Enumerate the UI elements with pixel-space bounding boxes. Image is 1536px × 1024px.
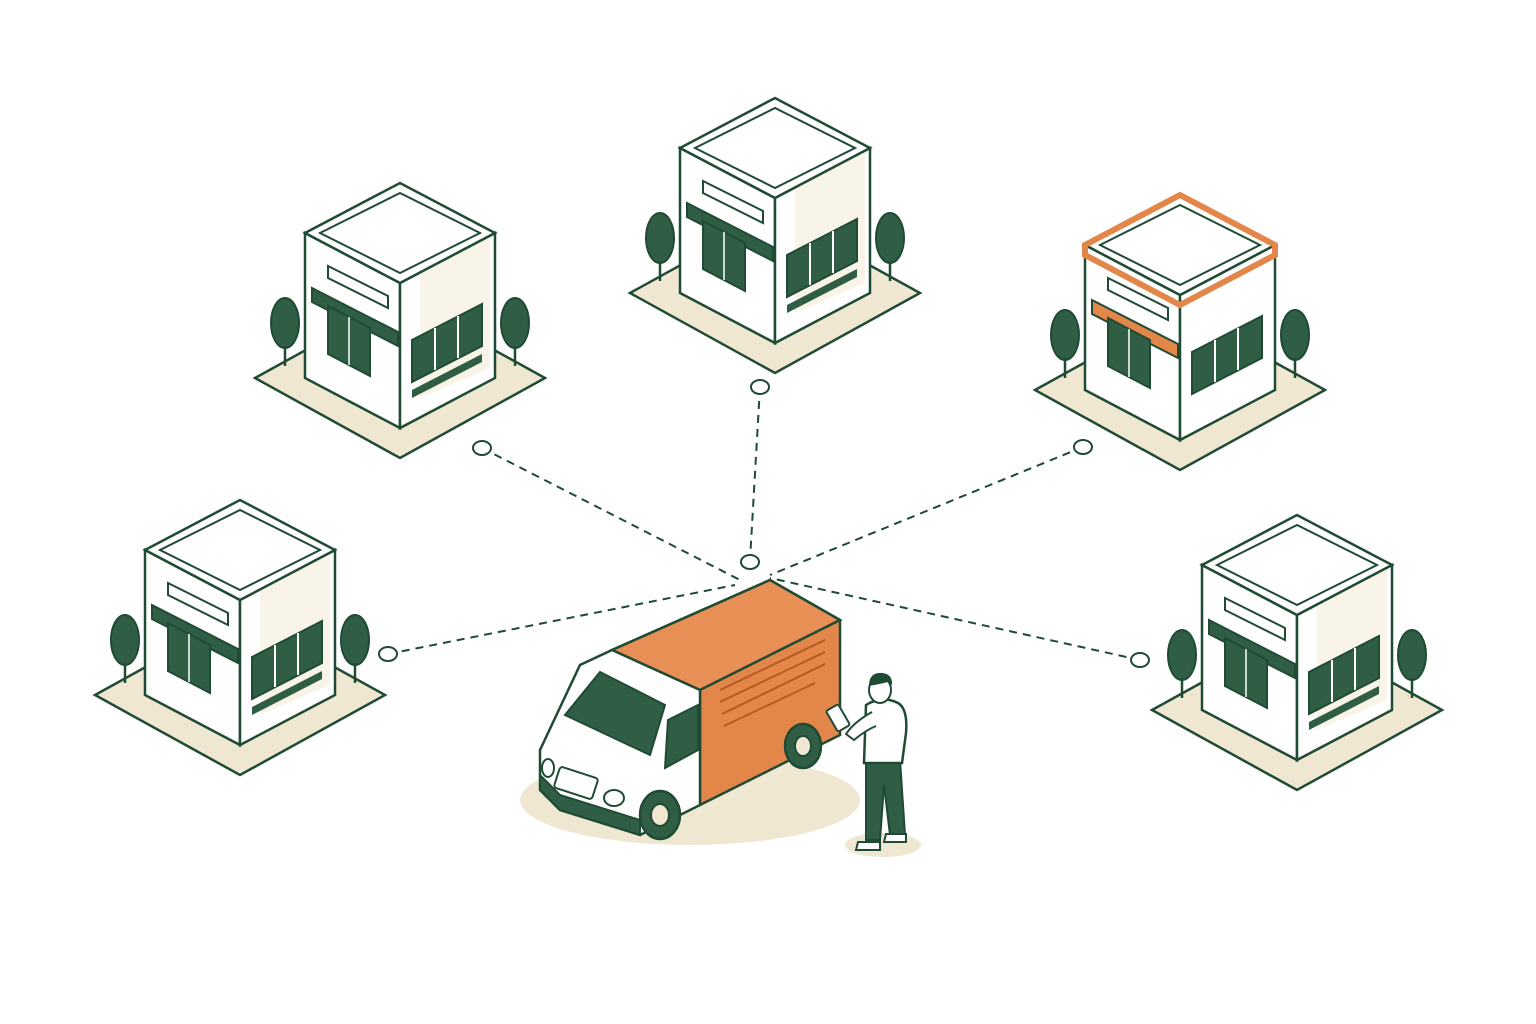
connection-store-top-right <box>769 446 1084 576</box>
store-top-center <box>628 96 922 375</box>
store-left <box>93 498 387 777</box>
node-hub <box>740 554 760 570</box>
node-left <box>378 646 398 662</box>
connection-store-top-center <box>749 386 761 561</box>
delivery-van <box>520 578 860 845</box>
connection-lines <box>387 386 1141 661</box>
store-right <box>1150 513 1444 792</box>
connection-nodes <box>378 379 1150 668</box>
store-top-right <box>1035 195 1325 470</box>
node-top-center <box>750 379 770 395</box>
connection-store-right <box>769 577 1141 661</box>
node-top-right <box>1073 439 1093 455</box>
store-top-left <box>253 181 547 460</box>
courier-with-tablet <box>825 672 921 857</box>
connection-store-left <box>387 584 736 655</box>
node-top-left <box>472 440 492 456</box>
connection-store-top-left <box>481 447 741 581</box>
node-right <box>1130 652 1150 668</box>
